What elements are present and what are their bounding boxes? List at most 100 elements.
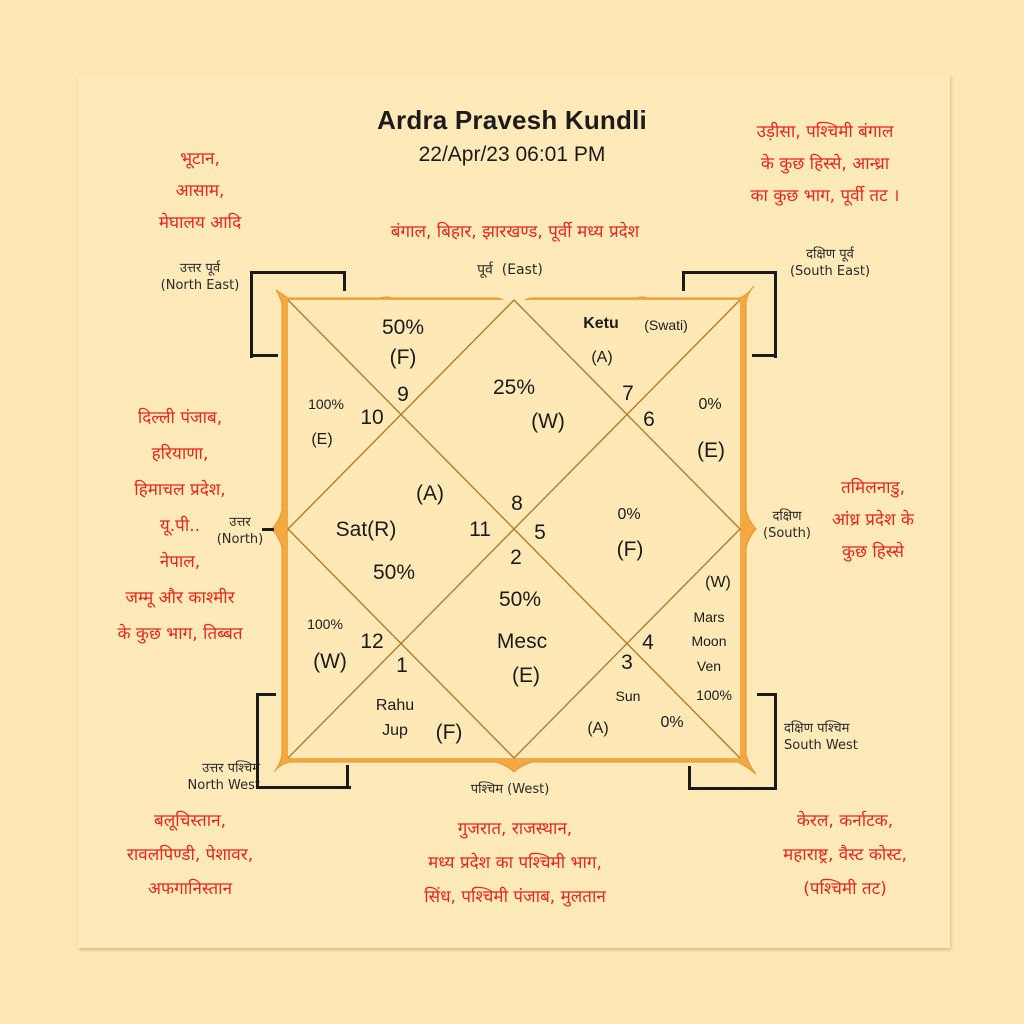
region-line: बलूचिस्तान, (154, 811, 226, 831)
direction-north: उत्तर (North) (205, 514, 275, 548)
region-line: रावलपिण्डी, पेशावर, (126, 845, 254, 865)
region-line: के कुछ हिस्से, आन्ध्रा (760, 154, 890, 174)
region-south-east: उड़ीसा, पश्चिमी बंगाल के कुछ हिस्से, आन्… (700, 116, 950, 212)
house-11-percent: 0% (698, 396, 722, 413)
tick-north (262, 528, 274, 531)
house-12-element: (A) (591, 349, 613, 366)
house-11-sign: 6 (643, 408, 655, 431)
bracket-segment (250, 354, 278, 357)
bracket-segment (346, 765, 349, 789)
corner-bracket-south-east (682, 271, 777, 358)
chart-datetime: 22/Apr/23 06:01 PM (418, 143, 606, 166)
region-line: (पश्चिमी तट) (803, 879, 887, 899)
region-line: के कुछ भाग, तिब्बत (117, 624, 243, 644)
house-9-planet-2: Moon (691, 633, 727, 649)
house-4-sign: 11 (469, 518, 491, 541)
house-9-planet-3: Ven (696, 658, 722, 674)
house-1-sign: 8 (511, 492, 523, 515)
house-11-element: (E) (697, 439, 725, 462)
region-north-west: बलूचिस्तान, रावलपिण्डी, पेशावर, अफगानिस्… (90, 804, 290, 906)
house-1-percent: 25% (492, 376, 536, 399)
house-2-percent: 50% (381, 316, 425, 339)
house-10-percent: 0% (617, 506, 641, 523)
house-12-planet: Ketu (583, 315, 619, 332)
house-4-percent: 50% (372, 561, 416, 584)
direction-west: पश्चिम (West) (430, 781, 590, 798)
region-line: तमिलनाडु, (840, 478, 906, 498)
kundli-frame-lines (271, 285, 757, 775)
direction-english: (West) (507, 782, 550, 797)
direction-north-west: उत्तर पश्चिम North West (150, 760, 260, 794)
direction-hindi: दक्षिण पूर्व (806, 247, 854, 262)
house-10-sign: 5 (534, 521, 546, 544)
region-line: बंगाल, बिहार, झारखण्ड, पूर्वी मध्य प्रदे… (390, 222, 640, 242)
house-4-element: (A) (416, 482, 444, 505)
house-6-sign: 1 (396, 654, 408, 677)
direction-hindi: उत्तर पूर्व (179, 261, 221, 276)
corner-bracket-north-west (256, 693, 351, 789)
house-5-percent: 100% (307, 616, 343, 632)
house-3-element: (E) (311, 431, 333, 448)
house-7-percent: 50% (498, 588, 542, 611)
house-4-planet: Sat(R) (335, 518, 397, 541)
house-12-sign: 7 (622, 382, 634, 405)
bracket-segment (256, 693, 276, 696)
direction-hindi: दक्षिण (772, 509, 802, 524)
house-8-element: (A) (587, 720, 609, 737)
direction-south: दक्षिण (South) (752, 508, 822, 542)
house-1-element: (W) (531, 410, 565, 433)
direction-hindi: पश्चिम (470, 782, 504, 797)
region-west: गुजरात, राजस्थान, मध्य प्रदेश का पश्चिमी… (380, 812, 650, 914)
region-line: अफगानिस्तान (147, 879, 233, 899)
house-2-sign: 9 (397, 383, 409, 406)
kundli-chart: 50% (F) 9 100% (E) 10 25% (W) Ketu (Swat… (270, 282, 758, 776)
region-east: बंगाल, बिहार, झारखण्ड, पूर्वी मध्य प्रदे… (330, 216, 700, 248)
house-10-element: (F) (616, 538, 644, 561)
region-line: भूटान, (180, 149, 220, 169)
region-line: केरल, कर्नाटक, (796, 811, 894, 831)
house-9-planet-1: Mars (693, 609, 725, 625)
direction-english: (North East) (160, 278, 240, 293)
house-7-planet: Mesc (496, 630, 548, 653)
region-line: हिमाचल प्रदेश, (134, 480, 226, 500)
direction-english: South West (784, 738, 858, 753)
direction-hindi: पूर्व (477, 262, 493, 278)
region-line: महाराष्ट्र, वैस्ट कोस्ट, (783, 845, 907, 865)
region-line: मेघालय आदि (158, 213, 242, 233)
page-title: Ardra Pravesh Kundli (377, 105, 647, 135)
corner-bracket-south-west (688, 693, 777, 790)
region-line: मध्य प्रदेश का पश्चिमी भाग, (428, 853, 602, 873)
corner-bracket-north-east (250, 271, 346, 358)
region-north: दिल्ली पंजाब, हरियाणा, हिमाचल प्रदेश, यू… (80, 400, 280, 652)
region-line: यू.पी.. (159, 516, 201, 536)
house-6-planet-1: Rahu (375, 697, 415, 714)
region-north-east: भूटान, आसाम, मेघालय आदि (110, 143, 290, 239)
house-9-sign: 4 (642, 631, 654, 654)
house-2-element: (F) (389, 346, 417, 369)
region-line: आसाम, (175, 181, 225, 201)
direction-hindi: दक्षिण पश्चिम (784, 721, 850, 736)
bracket-segment (757, 693, 777, 696)
direction-south-east: दक्षिण पूर्व (South East) (770, 246, 890, 280)
region-line: कुछ हिस्से (841, 542, 905, 562)
house-7-element: (E) (512, 664, 540, 687)
house-12-nakshatra: (Swati) (644, 317, 688, 333)
region-line: दिल्ली पंजाब, (137, 408, 223, 428)
region-line: नेपाल, (159, 552, 201, 572)
region-line: आंध्र प्रदेश के (832, 510, 914, 530)
direction-english: (North) (216, 532, 264, 547)
region-south-west: केरल, कर्नाटक, महाराष्ट्र, वैस्ट कोस्ट, … (740, 804, 950, 906)
house-3-sign: 10 (360, 406, 384, 429)
house-8-percent: 0% (660, 714, 684, 731)
bracket-segment (682, 271, 685, 291)
direction-south-west: दक्षिण पश्चिम South West (784, 720, 894, 754)
region-line: सिंध, पश्चिमी पंजाब, मुलतान (424, 887, 606, 907)
region-line: जम्मू और काश्मीर (125, 588, 235, 608)
direction-hindi: उत्तर पश्चिम (202, 761, 260, 776)
region-line: गुजरात, राजस्थान, (457, 819, 573, 839)
house-5-sign: 12 (360, 630, 384, 653)
house-3-percent: 100% (308, 396, 344, 412)
house-6-planet-2: Jup (382, 722, 408, 739)
region-line: हरियाणा, (151, 444, 209, 464)
house-9-percent: 100% (696, 687, 732, 703)
